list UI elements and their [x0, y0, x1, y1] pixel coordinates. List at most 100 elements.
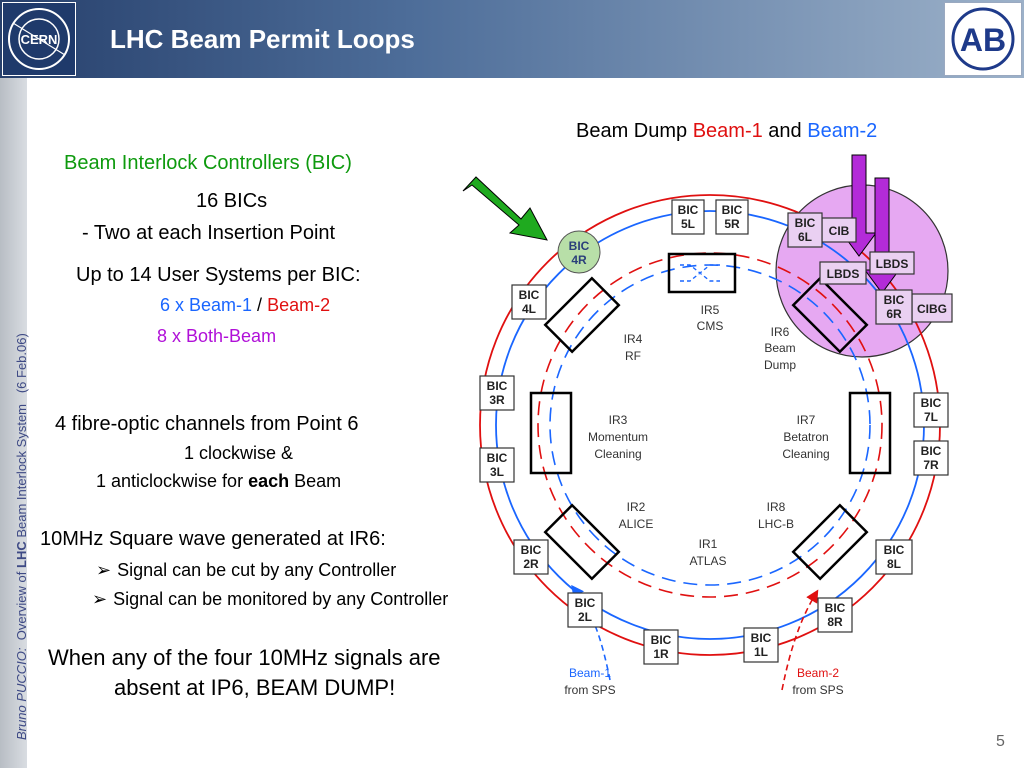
- bic-6l-frame: [787, 212, 823, 248]
- dump-line-2: absent at IP6, BEAM DUMP!: [114, 675, 396, 700]
- user-systems: Up to 14 User Systems per BIC:: [76, 264, 361, 286]
- bic-1l-label-bottom: 1L: [754, 645, 768, 659]
- lbds-label-right: LBDS: [876, 257, 909, 271]
- bic-7l-label-top: BIC: [921, 396, 942, 410]
- cib-label: CIB: [829, 224, 850, 238]
- bic-4l-label-bottom: 4L: [522, 302, 536, 316]
- bullet-cut-text: Signal can be cut by any Controller: [117, 560, 397, 580]
- bic-2r-label-top: BIC: [521, 543, 542, 557]
- bic-5l-label-bottom: 5L: [681, 217, 695, 231]
- bic-2r-label-bottom: 2R: [523, 557, 539, 571]
- bic-5r-label-bottom: 5R: [724, 217, 740, 231]
- bic-pointer-arrow-icon: [462, 176, 548, 241]
- ir7-l2: Betatron: [783, 430, 828, 444]
- bic-5r-frame: [715, 199, 749, 235]
- ir-box-7: [848, 391, 892, 475]
- ir-box-4: [543, 276, 621, 354]
- ir-box-6: [791, 276, 869, 354]
- bic-7r-frame: [913, 440, 949, 476]
- ir-box-2: [543, 503, 621, 581]
- bic-1l-frame: [743, 627, 779, 663]
- lbds-box-left: [819, 261, 867, 285]
- cern-logo: CERN: [2, 2, 76, 76]
- bic-1r-label-bottom: 1R: [653, 647, 669, 661]
- bic-2l-frame: [567, 592, 603, 628]
- ir-box-5: [667, 252, 737, 294]
- ir6-l1: IR6: [771, 325, 790, 339]
- dump-line-1: When any of the four 10MHz signals are: [48, 645, 441, 670]
- bic-2r-frame: [513, 539, 549, 575]
- beam-dump-b2: Beam-2: [807, 120, 878, 142]
- six-beam-line: 6 x Beam-1 / Beam-2: [160, 295, 330, 316]
- bic-heading: Beam Interlock Controllers (BIC): [64, 152, 352, 174]
- ir2-l2: ALICE: [619, 517, 654, 531]
- bic-4r-highlight: [557, 230, 601, 274]
- ir3-l3: Cleaning: [594, 447, 641, 461]
- square-wave-line: 10MHz Square wave generated at IR6:: [40, 528, 386, 550]
- inner-ring-red: [537, 252, 883, 598]
- ir1-l2: ATLAS: [689, 554, 726, 568]
- bic-layer: BIC5LBIC5RBIC4RBIC4LBIC6LBIC6RBIC3RBIC3L…: [479, 199, 949, 665]
- beam-dump-label: Beam Dump: [576, 120, 693, 142]
- ir6-l3: Dump: [764, 358, 796, 372]
- beam-dump-heading: Beam Dump Beam-1 and Beam-2: [576, 120, 877, 143]
- bic-6r-label-top: BIC: [884, 293, 905, 307]
- bic-3l-label-top: BIC: [487, 451, 508, 465]
- ir7-l1: IR7: [797, 413, 816, 427]
- fibre-acw-prefix: 1 anticlockwise for: [96, 471, 249, 491]
- bic-8r-label-bottom: 8R: [827, 615, 843, 629]
- bic-6r-label-bottom: 6R: [886, 307, 902, 321]
- ir4-l2: RF: [625, 349, 641, 363]
- arrow-bullet-icon: ➢: [92, 589, 108, 610]
- cib-box: [821, 217, 857, 243]
- six-sep: /: [252, 295, 268, 315]
- cibg-box: [911, 293, 953, 323]
- ir5-l1: IR5: [701, 303, 720, 317]
- bic-7l-label-bottom: 7L: [924, 410, 938, 424]
- ir7-l3: Cleaning: [782, 447, 829, 461]
- ir5-l2: CMS: [697, 319, 724, 333]
- bic-3l-frame: [479, 447, 515, 483]
- fibre-acw-suffix: Beam: [289, 471, 342, 491]
- fibre-clockwise: 1 clockwise &: [184, 443, 294, 463]
- bic-3r-label-top: BIC: [487, 379, 508, 393]
- beam2-sps-l1: Beam-2: [797, 666, 839, 680]
- bic-8r-label-top: BIC: [825, 601, 846, 615]
- bullet-monitor: ➢Signal can be monitored by any Controll…: [92, 589, 448, 610]
- lbds-box-right: [869, 251, 915, 275]
- ir-box-8: [791, 503, 869, 581]
- sidebar-band: [0, 78, 27, 768]
- beam1-sps-l1: Beam-1: [569, 666, 611, 680]
- ir6-l2: Beam: [764, 341, 795, 355]
- fibre-title: 4 fibre-optic channels from Point 6: [55, 413, 359, 435]
- ir3-l2: Momentum: [588, 430, 648, 444]
- bullet-cut: ➢Signal can be cut by any Controller: [96, 560, 396, 581]
- ir8-l1: IR8: [767, 500, 786, 514]
- bic-7r-label-top: BIC: [921, 444, 942, 458]
- ab-logo-text: AB: [960, 22, 1006, 58]
- bic-4r-label-top: BIC: [569, 239, 590, 253]
- eight-both-beam: 8 x Both-Beam: [157, 326, 277, 346]
- six-prefix: 6 x: [160, 295, 190, 315]
- bic-6l-label-top: BIC: [795, 216, 816, 230]
- bic-2l-label-bottom: 2L: [578, 610, 592, 624]
- ir-box-3: [529, 391, 573, 475]
- bic-3r-label-bottom: 3R: [489, 393, 505, 407]
- lbds-label-left: LBDS: [827, 267, 860, 281]
- bic-4l-frame: [511, 284, 547, 320]
- bic-each: - Two at each Insertion Point: [82, 222, 336, 244]
- page-number: 5: [996, 733, 1005, 750]
- bic-1l-label-top: BIC: [751, 631, 772, 645]
- beam-dump-and: and: [762, 120, 808, 142]
- beam1-sps-l2: from SPS: [564, 683, 615, 697]
- fibre-anticlockwise: 1 anticlockwise for each Beam: [96, 471, 341, 492]
- arrow-bullet-icon: ➢: [96, 560, 112, 581]
